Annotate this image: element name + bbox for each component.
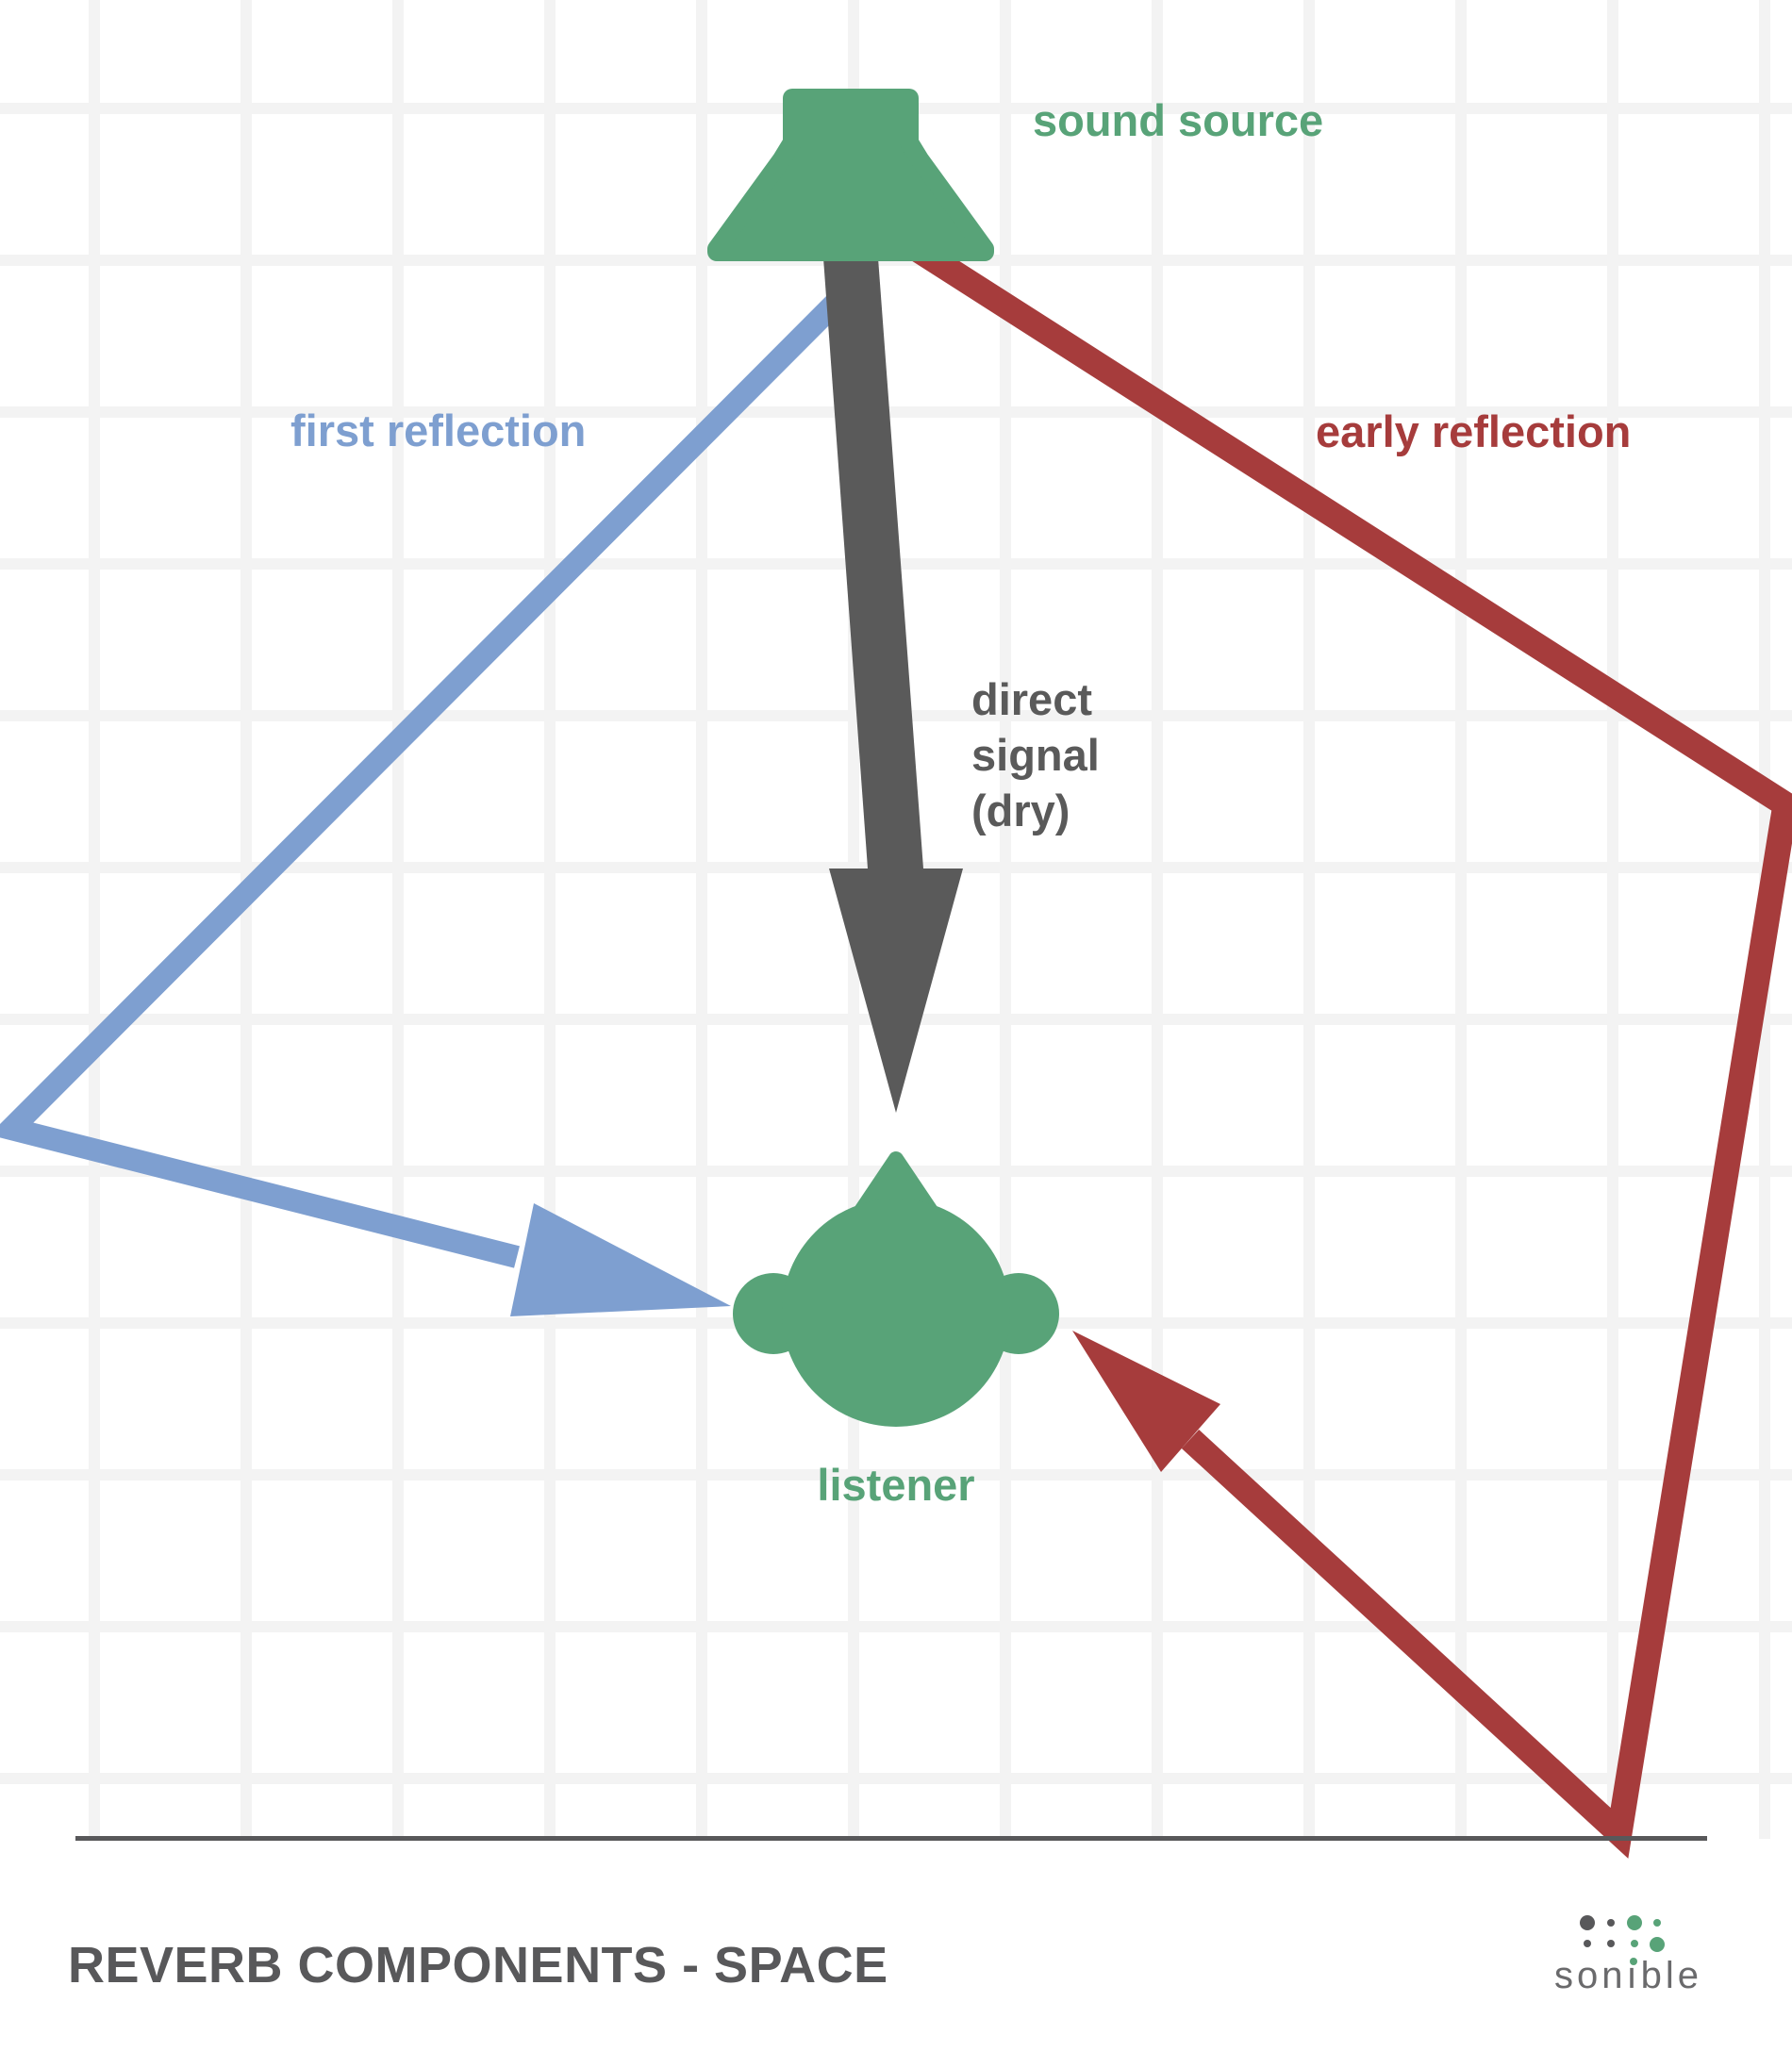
direct-signal-line-3: (dry) xyxy=(971,786,1070,835)
first-reflection-arrow xyxy=(0,270,869,1316)
brand-dot xyxy=(1607,1940,1615,1947)
floor-line xyxy=(75,1836,1707,1841)
direct-signal-line-1: direct xyxy=(971,674,1092,724)
direct-signal-line-2: signal xyxy=(971,730,1100,780)
speaker-icon xyxy=(707,89,994,261)
early-reflection-arrowhead-icon xyxy=(1072,1331,1220,1472)
sound-source-label: sound source xyxy=(1033,95,1324,145)
brand-dot xyxy=(1627,1915,1642,1930)
early-reflection-arrow xyxy=(896,229,1792,1859)
direct-signal-arrowhead-icon xyxy=(829,869,963,1113)
first-reflection-label: first reflection xyxy=(290,405,587,455)
brand-dot xyxy=(1580,1915,1595,1930)
first-reflection-path xyxy=(0,270,869,1268)
brand-dot xyxy=(1650,1937,1665,1952)
first-reflection-arrowhead-icon xyxy=(510,1203,731,1316)
brand-wordmark: sonıble xyxy=(1554,1955,1702,1996)
direct-signal-shaft xyxy=(822,245,923,869)
brand-dot xyxy=(1584,1940,1591,1947)
listener-head xyxy=(782,1199,1010,1427)
brand-dot xyxy=(1631,1940,1638,1947)
brand-dot xyxy=(1607,1919,1615,1927)
early-reflection-path xyxy=(896,229,1792,1859)
brand-i-dot xyxy=(1630,1958,1637,1965)
listener-label: listener xyxy=(817,1460,975,1510)
early-reflection-label: early reflection xyxy=(1316,406,1632,456)
brand-dot xyxy=(1653,1919,1661,1927)
direct-signal-label: direct signal (dry) xyxy=(971,671,1100,838)
page-title: REVERB COMPONENTS - SPACE xyxy=(68,1937,888,1994)
listener-head-top-view-icon xyxy=(733,1151,1059,1427)
direct-signal-arrow xyxy=(822,245,963,1113)
